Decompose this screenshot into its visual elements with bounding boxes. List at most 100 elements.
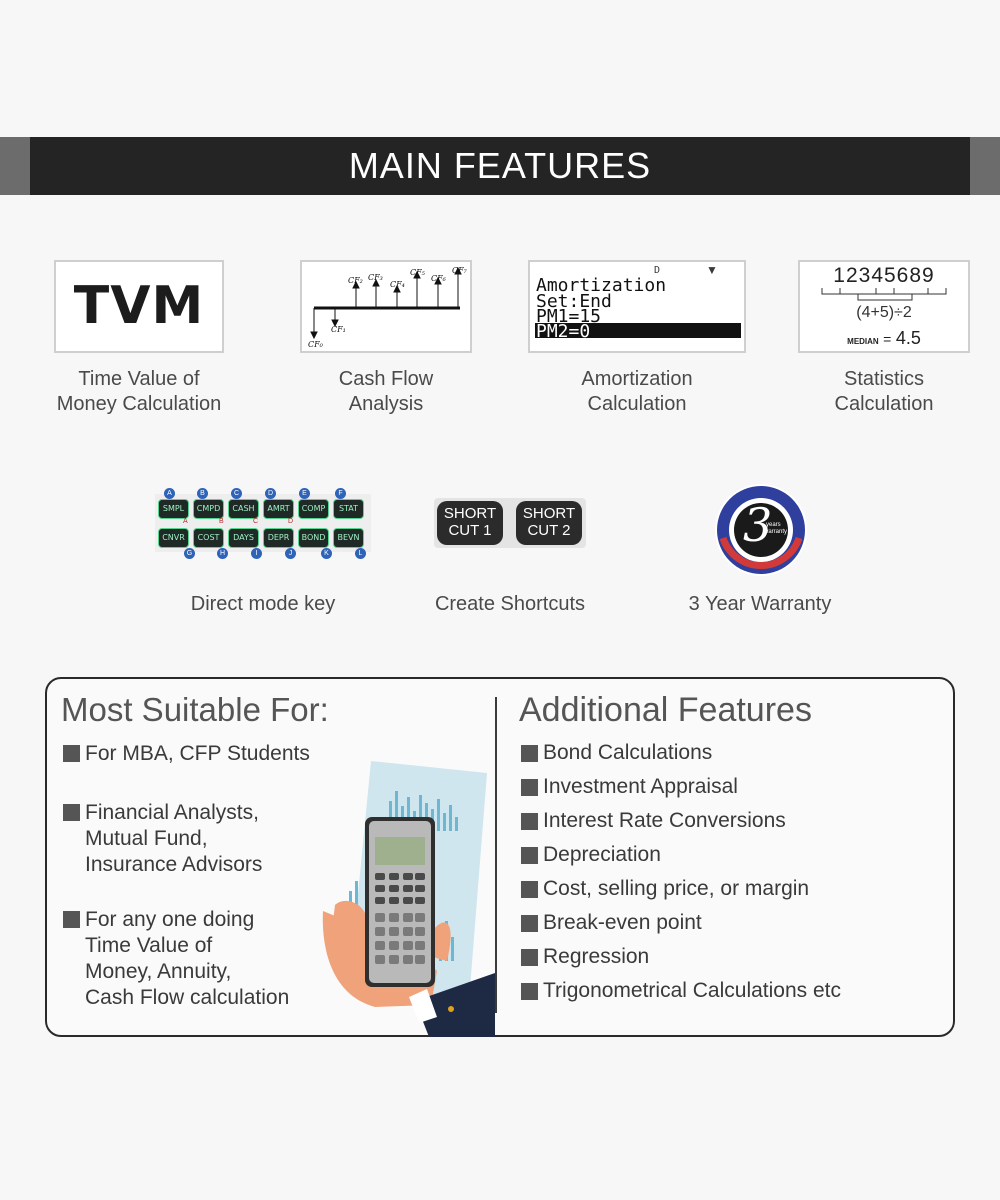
- shortcut-keys-icon: SHORT CUT 1 SHORT CUT 2: [434, 498, 586, 548]
- stats-brackets: [821, 288, 947, 301]
- cf-label: CF₂: [348, 276, 363, 285]
- tvm-icon: TVM: [54, 260, 224, 353]
- screen-highlight-bar: [535, 323, 741, 338]
- bullet-square: [521, 915, 538, 932]
- key-dot: F: [335, 488, 346, 499]
- cf-label: CF₇: [452, 266, 468, 275]
- suitable-item-line: For MBA, CFP Students: [85, 742, 310, 765]
- stats-median-equals: =: [883, 331, 892, 347]
- feature-label: 3 Year Warranty: [688, 593, 832, 615]
- suitable-item: For any one doing Time Value of Money, A…: [85, 907, 289, 1011]
- key-dot: A: [164, 488, 175, 499]
- additional-item: Bond Calculations: [543, 741, 713, 764]
- stats-formula: (4+5)÷2: [856, 304, 912, 321]
- feature-label-line2: Money Calculation: [56, 393, 222, 415]
- screen-line-4: PM2=0: [536, 321, 591, 342]
- feature-label-line1: Time Value of: [78, 368, 200, 390]
- cash-flow-diagram-icon: CF₂ CF₃ CF₄ CF₅ CF₆ CF₇ CF₁ CF₀: [300, 260, 472, 353]
- amortization-screen-icon: D ▼ Amortization Set:End PM1=15 PM2=0: [528, 260, 746, 353]
- mode-key: DAYS: [228, 528, 259, 548]
- additional-title: Additional Features: [519, 691, 812, 729]
- feature-warranty: 3 years warranty 3 Year Warranty: [660, 484, 860, 624]
- banner-title: MAIN FEATURES: [348, 145, 652, 186]
- bullet-square: [521, 745, 538, 762]
- feature-label-line2: Analysis: [348, 393, 424, 415]
- panel-divider: [495, 697, 497, 1013]
- additional-item: Interest Rate Conversions: [543, 809, 786, 832]
- cf-label: CF₅: [410, 268, 426, 277]
- screen-indicator: D: [654, 265, 661, 276]
- additional-item: Trigonometrical Calculations etc: [543, 979, 842, 1002]
- stats-median-label: MEDIAN: [847, 337, 879, 346]
- feature-create-shortcuts: SHORT CUT 1 SHORT CUT 2 Create Shortcuts: [410, 484, 610, 624]
- mode-key: COST: [193, 528, 224, 548]
- cf-label: CF₁: [331, 325, 346, 334]
- calculator-hand-illustration: [322, 761, 495, 1037]
- tvm-icon-text: TVM: [73, 276, 205, 336]
- bullet-square: [521, 983, 538, 1000]
- key-dot: D: [265, 488, 276, 499]
- shortcut-key-2: SHORT CUT 2: [516, 501, 582, 545]
- feature-amortization: D ▼ Amortization Set:End PM1=15 PM2=0 Am…: [527, 260, 747, 420]
- bullet-square: [521, 813, 538, 830]
- cf-label: CF₆: [431, 274, 447, 283]
- screen-arrow-icon: ▼: [706, 263, 718, 277]
- bullet-square: [63, 911, 80, 928]
- mode-key: AMRT: [263, 499, 294, 519]
- feature-label-line1: Statistics: [843, 368, 925, 390]
- main-features-banner: MAIN FEATURES: [0, 137, 1000, 195]
- screen-line-1: Amortization: [536, 275, 667, 296]
- key-dot: E: [299, 488, 310, 499]
- feature-label: Create Shortcuts: [434, 593, 586, 615]
- mode-key: COMP: [298, 499, 329, 519]
- key-dot: B: [197, 488, 208, 499]
- mode-key: BEVN: [333, 528, 364, 548]
- shortcut-key-1-line1: SHORT: [443, 505, 497, 522]
- feature-statistics: 12345689 (4+5)÷2 MEDIAN = 4.5 Statistics…: [784, 260, 984, 420]
- additional-item: Depreciation: [543, 843, 661, 866]
- feature-label-line2: Calculation: [834, 393, 934, 415]
- mode-key: CMPD: [193, 499, 224, 519]
- cf-label: CF₀: [308, 340, 324, 349]
- feature-tvm: TVM Time Value of Money Calculation: [40, 260, 238, 420]
- screen-line-2: Set:End: [536, 291, 612, 312]
- cf-label: CF₃: [368, 273, 383, 282]
- suitable-item-line: Cash Flow calculation: [85, 986, 290, 1009]
- mode-key: CNVR: [158, 528, 189, 548]
- stats-median-row: MEDIAN = 4.5: [800, 328, 968, 349]
- mode-key: DEPR: [263, 528, 294, 548]
- warranty-word: warranty: [764, 529, 788, 535]
- key-dot: G: [184, 548, 195, 559]
- bullet-square: [521, 847, 538, 864]
- screen-line-3: PM1=15: [536, 306, 602, 327]
- mid-letter: B: [219, 518, 224, 525]
- mode-key: CASH: [228, 499, 259, 519]
- additional-item: Investment Appraisal: [543, 775, 738, 798]
- bullet-square: [63, 804, 80, 821]
- bullet-square: [521, 779, 538, 796]
- key-dot: K: [321, 548, 332, 559]
- suitable-item-line: Time Value of: [85, 934, 213, 957]
- bullet-square: [521, 881, 538, 898]
- bullet-square: [63, 745, 80, 762]
- stats-digits: 12345689: [833, 264, 935, 287]
- statistics-screen-icon: 12345689 (4+5)÷2 MEDIAN = 4.5: [798, 260, 970, 353]
- cf-label: CF₄: [390, 280, 405, 289]
- warranty-number: 3: [743, 498, 773, 552]
- suitable-item: For MBA, CFP Students: [85, 741, 310, 767]
- suitable-item-line: For any one doing: [85, 908, 255, 931]
- key-dot: J: [285, 548, 296, 559]
- feature-label-line1: Amortization: [581, 368, 693, 390]
- mode-key: STAT: [333, 499, 364, 519]
- suitable-title: Most Suitable For:: [61, 691, 329, 728]
- cash-flow-diagram: CF₂ CF₃ CF₄ CF₅ CF₆ CF₇ CF₁ CF₀: [308, 266, 468, 349]
- warranty-badge-ring: [717, 486, 805, 574]
- mid-letter: A: [183, 518, 188, 525]
- feature-direct-mode-key: A B C D E F SMPL CMPD CASH AMRT COMP STA…: [150, 484, 376, 624]
- direct-mode-keypad-icon: A B C D E F SMPL CMPD CASH AMRT COMP STA…: [155, 488, 371, 559]
- shortcut-key-1: SHORT CUT 1: [437, 501, 503, 545]
- banner-right-cap: [970, 137, 1000, 195]
- suitable-item-line: Insurance Advisors: [85, 853, 263, 876]
- key-dot: I: [251, 548, 262, 559]
- suitable-item-line: Financial Analysts,: [85, 801, 259, 824]
